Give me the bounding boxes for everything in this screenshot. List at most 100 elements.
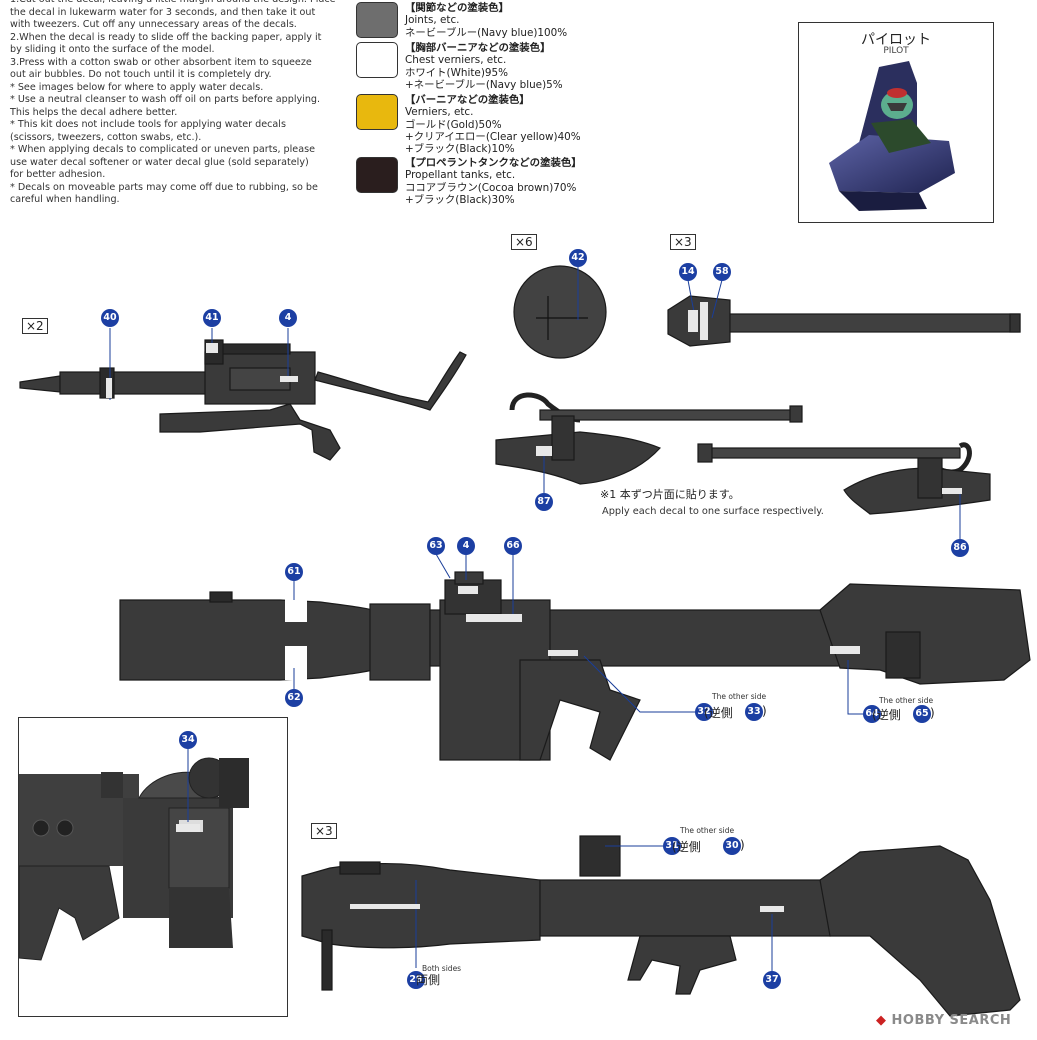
other-side-label: The other side <box>680 826 735 835</box>
instruction-line: 2.When the decal is ready to slide off t… <box>10 31 322 43</box>
paint-swatch-cocoa <box>356 157 398 193</box>
quantity-tag: ×3 <box>670 234 696 250</box>
large-bazooka-illustration <box>119 571 1031 761</box>
decal-note-jp: ※1 本ずつ片面に貼ります。 <box>600 488 740 501</box>
pilot-panel: パイロット PILOT <box>798 22 994 223</box>
decal-number-badge: 33 <box>745 703 763 721</box>
instruction-line: * This kit does not include tools for ap… <box>10 119 286 130</box>
instruction-line: by sliding it onto the surface of the mo… <box>10 44 215 55</box>
other-side-label: The other side <box>712 692 767 701</box>
both-sides-jp-label: 両側 <box>416 973 441 987</box>
paint-mix: +ブラック(Black)10% <box>405 143 515 156</box>
decal-number-badge: 31 <box>663 837 681 855</box>
paint-mix: +ネービーブルー(Navy blue)5% <box>405 78 563 91</box>
decal-number-badge: 66 <box>504 537 522 555</box>
paint-swatch-gold <box>356 94 398 130</box>
paint-heading: 【プロペラントタンクなどの塗装色】 <box>405 157 582 169</box>
pilot-illustration <box>829 61 955 211</box>
shield-disc-illustration <box>513 265 607 359</box>
decal-number-badge: 34 <box>179 731 197 749</box>
decal-number-badge: 4 <box>279 309 297 327</box>
decal-patches <box>106 302 962 912</box>
paint-mix: ネービーブルー(Navy blue)100% <box>405 26 568 39</box>
instruction-line: * When applying decals to complicated or… <box>10 144 315 155</box>
reverse-side-label: (逆側 <box>872 708 901 722</box>
instruction-line: with tweezers. Cut off any unnecessary a… <box>10 19 297 30</box>
instruction-line: 1.Cut out the decal, leaving a little ma… <box>10 0 336 7</box>
decal-leader-lines <box>109 266 961 972</box>
decal-instructions: 1.Cut out the decal, leaving a little ma… <box>10 0 336 207</box>
paint-heading: 【胸部バーニアなどの塗装色】 <box>405 42 551 54</box>
paint-swatch-navy <box>356 2 398 38</box>
heat-hawk-87-illustration <box>495 392 803 485</box>
paint-recipe-verniers: 【バーニアなどの塗装色】 Verniers, etc. ゴールド(Gold)50… <box>405 94 581 155</box>
logo-icon: ◆ <box>876 1013 887 1028</box>
decal-number-badge: 86 <box>951 539 969 557</box>
paint-recipe-joints: 【関節などの塗装色】 Joints, etc. ネービーブルー(Navy blu… <box>405 2 567 39</box>
quantity-tag: ×6 <box>511 234 537 250</box>
instruction-line: for better adhesion. <box>10 169 106 180</box>
decal-number-badge: 42 <box>569 249 587 267</box>
decal-number-badge: 62 <box>285 689 303 707</box>
decal-note-en: Apply each decal to one surface respecti… <box>602 506 824 517</box>
paint-heading: 【バーニアなどの塗装色】 <box>405 94 530 106</box>
paren-close: ) <box>930 706 935 720</box>
reverse-side-label: (逆側 <box>672 840 701 854</box>
decal-number-badge: 58 <box>713 263 731 281</box>
both-sides-label: Both sides <box>422 964 462 973</box>
pilot-subtitle: PILOT <box>883 46 909 56</box>
other-side-label: The other side <box>879 696 934 705</box>
paint-mix: +ブラック(Black)30% <box>405 193 515 206</box>
paint-usage: Verniers, etc. <box>405 106 474 119</box>
instruction-line: use water decal softener or water decal … <box>10 156 309 168</box>
decal-number-badge: 37 <box>763 971 781 989</box>
watermark-text: HOBBY SEARCH <box>891 1013 1012 1028</box>
paint-recipe-tanks: 【プロペラントタンクなどの塗装色】 Propellant tanks, etc.… <box>405 157 582 206</box>
instruction-line: * See images below for where to apply wa… <box>10 81 264 93</box>
instruction-line: * Decals on moveable parts may come off … <box>10 181 318 193</box>
decal-number-badge: 32 <box>695 703 713 721</box>
paint-usage: Joints, etc. <box>405 14 460 27</box>
bazooka-grip-detail <box>19 757 249 961</box>
paint-heading: 【関節などの塗装色】 <box>405 2 509 14</box>
decal-number-badge: 4 <box>457 537 475 555</box>
instruction-line: out air bubbles. Do not touch until it i… <box>10 69 272 80</box>
decal-number-badge: 29 <box>407 971 425 989</box>
decal-number-badge: 63 <box>427 537 445 555</box>
paint-mix: ココアブラウン(Cocoa brown)70% <box>405 181 577 194</box>
paint-mix: +クリアイエロー(Clear yellow)40% <box>405 130 581 143</box>
instruction-line: the decal in lukewarm water for 3 second… <box>10 6 316 18</box>
paint-recipe-chest: 【胸部バーニアなどの塗装色】 Chest verniers, etc. ホワイト… <box>405 42 563 91</box>
heat-hawk-86-illustration <box>697 442 991 515</box>
paint-mix: ホワイト(White)95% <box>405 66 508 79</box>
instruction-line: careful when handling. <box>10 194 120 205</box>
paint-swatch-white <box>356 42 398 78</box>
instruction-line: * Use a neutral cleanser to wash off oil… <box>10 94 321 105</box>
decal-number-badge: 87 <box>535 493 553 511</box>
decal-number-badge: 65 <box>913 705 931 723</box>
heat-hawk-illustration <box>667 295 1021 347</box>
decal-number-badge: 64 <box>863 705 881 723</box>
machine-gun-illustration <box>19 339 467 461</box>
pilot-title: パイロット <box>861 32 931 48</box>
paren-close: ) <box>740 838 745 852</box>
decal-number-badge: 41 <box>203 309 221 327</box>
paint-usage: Propellant tanks, etc. <box>405 169 516 182</box>
lower-bazooka-illustration <box>301 835 1021 1017</box>
detail-inset <box>18 717 288 1017</box>
paint-usage: Chest verniers, etc. <box>405 54 507 67</box>
decal-number-badge: 14 <box>679 263 697 281</box>
hobby-search-watermark: ◆ HOBBY SEARCH <box>876 1013 1011 1028</box>
instruction-line: (scissors, tweezers, cotton swabs, etc.)… <box>10 131 202 143</box>
quantity-tag: ×2 <box>22 318 48 334</box>
quantity-tag: ×3 <box>311 823 337 839</box>
instruction-line: 3.Press with a cotton swab or other abso… <box>10 56 312 68</box>
decal-number-badge: 40 <box>101 309 119 327</box>
reverse-side-label: (逆側 <box>704 706 733 720</box>
paint-mix: ゴールド(Gold)50% <box>405 118 502 131</box>
decal-number-badge: 30 <box>723 837 741 855</box>
decal-number-badge: 61 <box>285 563 303 581</box>
instruction-line: This helps the decal adhere better. <box>10 106 178 118</box>
paren-close: ) <box>762 704 767 718</box>
